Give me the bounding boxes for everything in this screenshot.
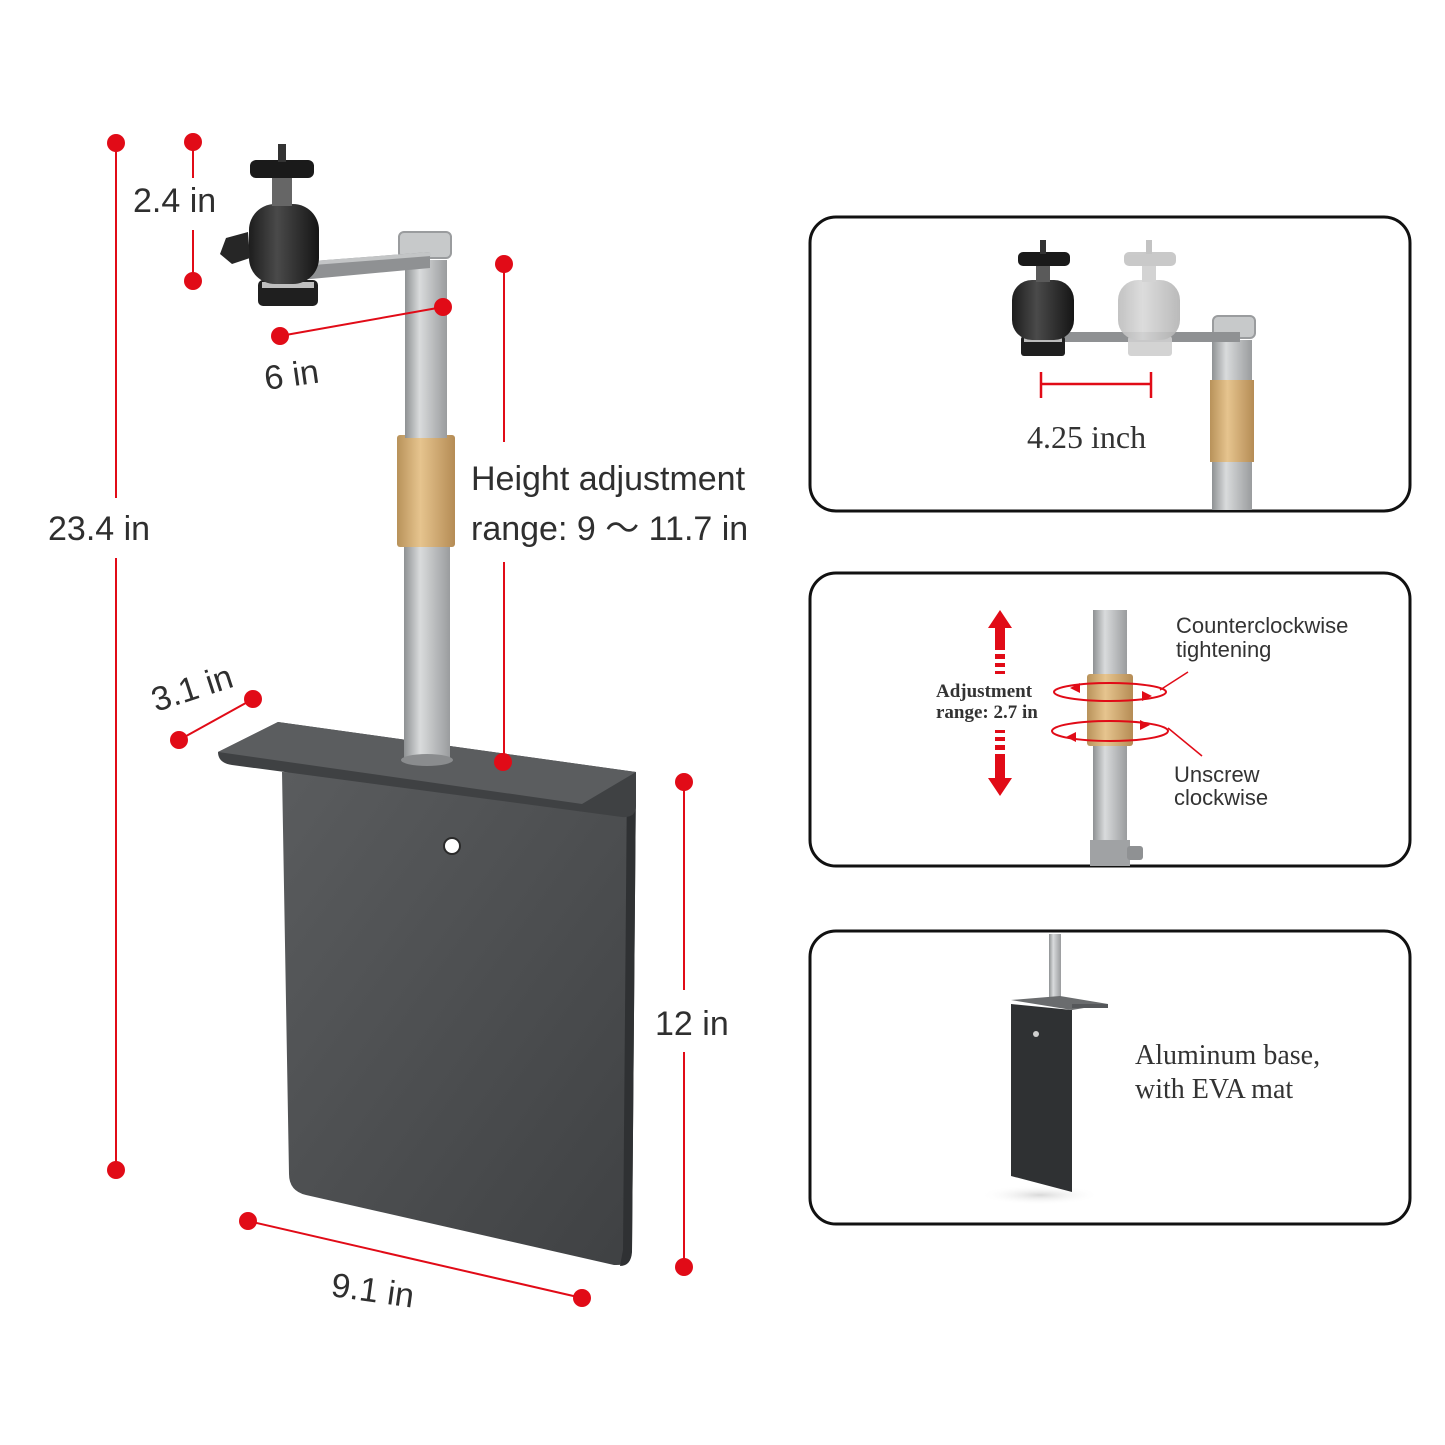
base-caption-line1: Aluminum base, bbox=[1135, 1040, 1320, 1071]
dimension-6: 6 in bbox=[262, 298, 452, 398]
ghost-ballhead bbox=[1118, 240, 1180, 356]
dimension-3-1: 3.1 in bbox=[147, 658, 262, 749]
dim-plate-height-label: 12 in bbox=[655, 1005, 729, 1043]
dim-dot bbox=[675, 773, 693, 791]
dim-total-height-label: 23.4 in bbox=[48, 510, 150, 548]
base-plate-icon bbox=[1011, 1004, 1072, 1192]
horizontal-arm bbox=[300, 252, 430, 280]
brass-collar bbox=[397, 435, 455, 547]
dim-dot bbox=[184, 133, 202, 151]
base-detail-panel: Aluminum base, with EVA mat bbox=[808, 929, 1412, 1226]
plate-screw-hole bbox=[443, 837, 461, 855]
dim-dot bbox=[495, 255, 513, 273]
arm-spacing-label: 4.25 inch bbox=[1027, 419, 1146, 455]
dimension-23-4: 23.4 in bbox=[48, 134, 150, 1179]
back-plate bbox=[282, 772, 636, 1266]
tighten-line2: tightening bbox=[1176, 637, 1271, 662]
base-caption-line2: with EVA mat bbox=[1135, 1074, 1293, 1105]
unscrew-line2: clockwise bbox=[1174, 785, 1268, 810]
dim-head-height-label: 2.4 in bbox=[133, 182, 216, 220]
dim-arm-length-label: 6 in bbox=[262, 353, 322, 398]
dim-dot bbox=[271, 327, 289, 345]
ballhead-icon bbox=[1012, 240, 1074, 356]
back-plate-edge bbox=[620, 778, 636, 1266]
adjust-range-line1: Adjustment bbox=[936, 681, 1033, 702]
dim-dot bbox=[170, 731, 188, 749]
dimension-2-4: 2.4 in bbox=[133, 133, 216, 290]
dim-dot bbox=[573, 1289, 591, 1307]
unscrew-line1: Unscrew bbox=[1174, 762, 1260, 787]
dim-dot bbox=[434, 298, 452, 316]
dimension-12: 12 in bbox=[655, 773, 729, 1276]
adjust-down-arrow-icon bbox=[988, 730, 1012, 796]
dim-shelf-depth-label: 3.1 in bbox=[147, 658, 238, 720]
collar-brass-icon bbox=[1087, 674, 1133, 746]
ballhead-screw bbox=[278, 144, 286, 162]
unscrew-ring bbox=[1051, 720, 1169, 742]
ballhead-lock-knob bbox=[220, 232, 250, 264]
tighten-line1: Counterclockwise bbox=[1176, 613, 1348, 638]
dim-dot bbox=[675, 1258, 693, 1276]
adjust-up-arrow-icon bbox=[988, 610, 1012, 674]
dim-dot bbox=[494, 753, 512, 771]
arm-detail-panel: 4.25 inch bbox=[808, 215, 1412, 513]
ballhead-thumbwheel bbox=[250, 160, 314, 178]
height-adjust-line1: Height adjustment bbox=[471, 460, 746, 498]
main-product-illustration bbox=[218, 144, 636, 1266]
adjust-range-line2: range: 2.7 in bbox=[936, 702, 1038, 723]
dim-dot bbox=[244, 690, 262, 708]
dim-dot bbox=[107, 134, 125, 152]
ballhead-body bbox=[249, 204, 319, 284]
dim-dot bbox=[107, 1161, 125, 1179]
dim-plate-width-label: 9.1 in bbox=[329, 1266, 417, 1315]
collar-detail-panel: Adjustment range: 2.7 in Counterclockwis… bbox=[808, 571, 1412, 868]
dim-dot bbox=[184, 272, 202, 290]
dim-dot bbox=[239, 1212, 257, 1230]
height-adjust-line2: range: 9 ～ 11.7 in bbox=[471, 510, 748, 548]
rod-upper bbox=[405, 260, 447, 438]
tighten-ring bbox=[1053, 682, 1167, 702]
dimension-height-adjust: Height adjustment range: 9 ～ 11.7 in bbox=[471, 255, 748, 771]
